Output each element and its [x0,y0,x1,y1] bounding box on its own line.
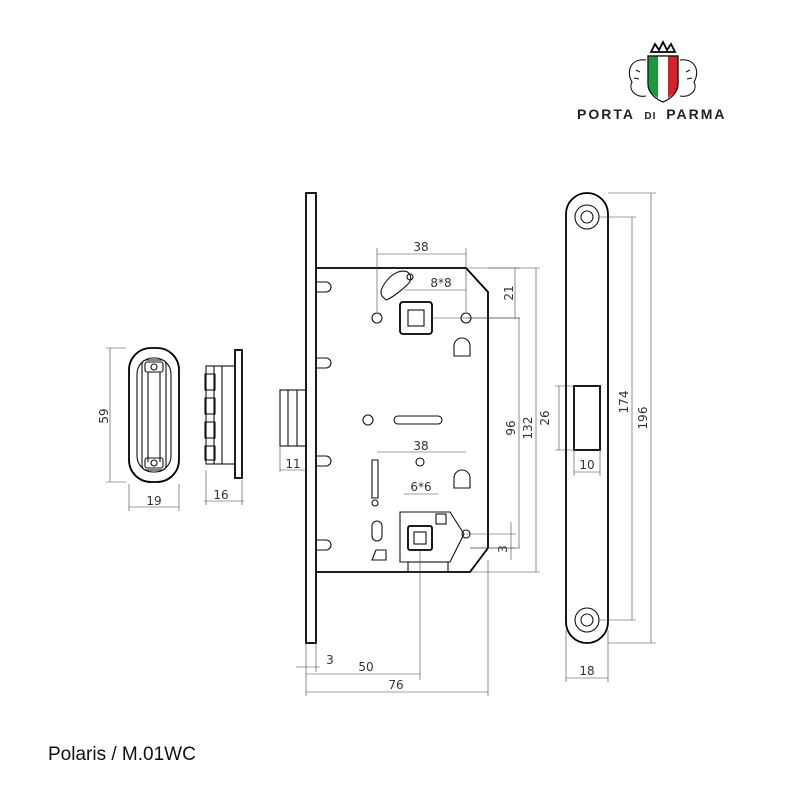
dim-strike-height: 59 [97,408,111,423]
strike-front-view: 59 19 [97,347,180,511]
crown-icon [649,39,677,53]
dim-plate-196: 196 [636,407,650,430]
dim-latch-projection: 11 [285,457,300,471]
dim-backset: 50 [358,660,373,674]
dim-plate-opening: 26 [538,410,552,425]
dim-bottom-offset: 3 [496,545,510,553]
model-caption: Polaris / M.01WC [48,744,196,765]
dim-plate-opening-width: 10 [579,458,594,472]
brand-name-porta: PORTA [577,106,634,122]
dim-body-depth: 76 [388,678,403,692]
dim-top-offset: 21 [502,285,516,300]
lion-right-icon [679,59,698,97]
svg-text:PORTA DI PARMA: PORTA DI PARMA [577,106,727,122]
dim-square-top: 8*8 [430,276,451,290]
dim-strike-width: 19 [146,494,161,508]
dim-strike-depth: 16 [213,488,228,502]
dim-plate-174: 174 [617,391,631,414]
brand-name-di: DI [644,111,656,122]
italian-flag-shield-icon [647,55,679,103]
dim-height-96: 96 [504,420,518,435]
faceplate-front-view: 26 10 174 196 18 [538,192,656,682]
dim-plate-width: 18 [579,664,594,678]
strike-side-view: 16 [204,349,244,505]
dim-height-132: 132 [521,417,535,440]
brand-logo: PORTA DI PARMA [577,39,727,122]
dim-offset-3: 3 [326,653,334,667]
dim-top-width: 38 [413,240,428,254]
dim-square-bottom: 6*6 [410,480,431,494]
lock-body-view: 38 8*8 21 96 132 38 6*6 3 11 [279,192,540,696]
dim-mid-width: 38 [413,439,428,453]
brand-name-parma: PARMA [666,106,726,122]
lion-left-icon [628,59,647,97]
